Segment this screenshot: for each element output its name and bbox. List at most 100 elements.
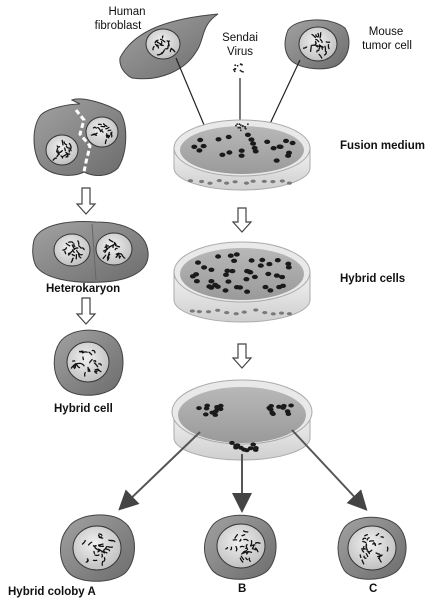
chromosome [108,238,114,243]
chromosome [106,246,111,250]
virus-particle [235,124,237,127]
cell-dot [257,263,264,268]
cell-dot [273,273,280,278]
cell-dot [224,311,230,315]
virus-particle [242,71,244,73]
chromosome [88,368,91,373]
colony-cell-a [60,514,135,582]
chromosome [71,244,75,250]
cell-dot [203,412,209,417]
chromosome [239,545,245,548]
cell-dot [195,260,201,265]
chromosome [159,44,164,47]
cell-dot [199,179,205,184]
petri-dish-fusion [173,119,311,191]
chromosome [104,139,107,145]
cell-dot [225,279,232,284]
cell-dot [215,308,221,312]
cell-dot [250,141,257,146]
cell-dot [277,144,284,149]
cell-dot [200,143,207,149]
cell-dot [224,181,230,185]
chromosome [230,546,233,551]
cell-dot [262,311,268,315]
chromosome [243,538,249,542]
cell-dot [285,265,292,270]
cell-dot [261,179,267,183]
chromosome [102,254,107,260]
label-human: Human [108,6,146,18]
chromosome [152,45,155,51]
virus-particle [239,127,242,129]
cell-dot [279,274,286,280]
chromosome [101,553,104,558]
chromosome [110,131,113,136]
sendai-virus-particles [232,63,244,73]
chromosome [67,252,71,256]
chromosome [375,552,380,555]
cell-dot [219,152,226,157]
chromosome [235,545,238,552]
chromosome [73,363,77,370]
virus-particle [240,124,242,127]
chromosome [254,547,259,553]
cell-dot [250,179,256,183]
chromosome [316,49,320,53]
chromosome [170,47,176,53]
chromosome [103,557,106,562]
cell-dot [189,309,195,313]
cell-dot [197,137,204,143]
chromosome [375,532,380,537]
chromosome [70,363,76,369]
label-hybrid-cell: Hybrid cell [54,403,113,415]
chromosome [68,241,74,244]
cell-dot [232,180,238,184]
chromosome [318,53,323,59]
cell-dot [274,258,281,263]
petri-dish-colonies [171,379,313,461]
cell-dot [193,279,200,284]
chromosome [244,550,248,554]
cell-dot [253,446,259,450]
label-tumor-cell: tumor cell [362,40,412,52]
chromosome [93,369,100,373]
cell-dot [204,403,210,408]
mouse-tumor-cell [284,19,350,70]
colony-cell-b [204,514,277,580]
chromosome [105,548,111,552]
chromosome [378,558,382,563]
cell-dot [201,265,208,270]
chromosome [81,247,85,251]
chromosome [98,536,103,539]
cell-dot [238,148,245,153]
chromosome [56,147,59,153]
chromosome [108,539,113,542]
cell-dot [280,283,286,288]
chromosome [159,38,166,43]
cell-dot [286,312,292,316]
chromosome [241,534,246,537]
cell-dot [251,145,258,151]
cell-dot [207,181,213,185]
cell-dot [267,288,274,293]
chromosome [239,557,244,563]
petri-dish-hybrid [173,241,311,323]
cell-dot [288,403,294,408]
chromosome [254,542,261,544]
chromosome [245,544,248,548]
chromosome [250,544,256,547]
cell-dot [248,258,255,263]
cell-dot [231,258,238,263]
cell-dot [270,312,276,316]
cell-dot [224,268,231,273]
chromosome [252,548,257,551]
cell-dot [196,310,202,314]
chromosome [361,547,365,553]
cell-dot [286,181,292,185]
cell-dot [238,153,245,158]
human-fibroblast-cell [119,13,219,80]
chromosome [81,539,86,545]
virus-particle [244,125,246,128]
